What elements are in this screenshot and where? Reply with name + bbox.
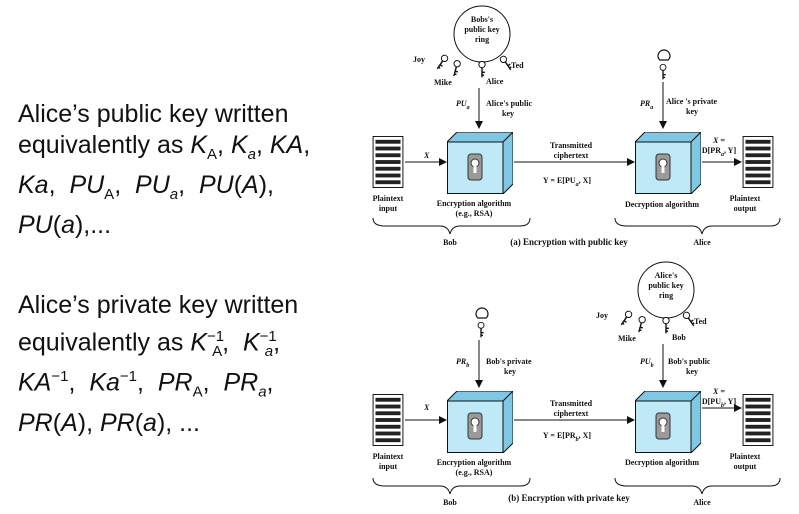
ring-title-line: ring: [659, 291, 673, 300]
diagram-public-key-encryption: Bobs's public key ring Joy Mike Ted Alic…: [372, 5, 781, 247]
note-line: Alice’s private key written: [18, 291, 299, 319]
plaintext-input-label: input: [379, 204, 398, 213]
receiver-label: Alice: [693, 238, 711, 247]
diagram-private-key-encryption: PRb Bob's private key Alice's public key…: [372, 261, 781, 507]
receiver-brace: [614, 217, 781, 235]
dec-alg-label: Decryption algorithm: [625, 200, 699, 209]
note-line: equivalently as K−1A, K−1a,: [18, 328, 281, 361]
holder-joy: Joy: [413, 55, 425, 64]
sender-brace: [372, 217, 531, 235]
private-key-icon: [657, 49, 671, 61]
decryption-algorithm-box: [635, 391, 701, 453]
sender-label: Bob: [443, 498, 457, 507]
bob-key-icon: [662, 317, 670, 334]
transmitted-label: Transmitted: [550, 141, 593, 150]
transmitted-label: Transmitted: [550, 399, 593, 408]
note-line: PR(A), PR(a), ...: [18, 408, 200, 437]
mike-key-icon: [450, 59, 462, 78]
ring-title-line: Alice's: [655, 271, 678, 280]
plaintext-output-icon: [742, 394, 774, 446]
enc-alg-label: (e.g., RSA): [456, 468, 493, 477]
key-in-desc: Bob's private: [486, 357, 532, 366]
note-line: KA−1, Ka−1, PRA, PRa,: [18, 368, 274, 401]
holder-ted: Ted: [694, 317, 707, 326]
holder-mike: Mike: [434, 78, 452, 87]
key-out-symbol: PUb: [640, 357, 654, 369]
caption-a: (a) Encryption with public key: [510, 237, 628, 247]
holder-bob: Bob: [672, 333, 686, 342]
plaintext-input-icon: [372, 136, 404, 188]
joy-key-icon: [617, 309, 634, 328]
key-out-desc: Bob's public: [668, 357, 711, 366]
key-out-desc: key: [686, 367, 698, 376]
key-in-desc: key: [504, 367, 516, 376]
alice-key-icon: [478, 61, 486, 78]
plaintext-output-label: output: [734, 204, 757, 213]
joy-key-icon: [433, 53, 450, 72]
plaintext-input-icon: [372, 394, 404, 446]
plaintext-output-label: Plaintext: [730, 452, 761, 461]
key-in-symbol: PRb: [456, 357, 469, 369]
decryption-algorithm-box: [635, 132, 701, 194]
receiver-brace: [614, 477, 781, 495]
x-label: X: [423, 151, 430, 160]
enc-alg-label: (e.g., RSA): [456, 209, 493, 218]
note-line: PU(a),...: [18, 211, 112, 239]
ring-title-line: Bobs's: [471, 15, 493, 24]
key-out-desc: Alice 's private: [666, 97, 718, 106]
note-line: Alice’s public key written: [18, 100, 289, 128]
y-equation: Y = E[PRb, X]: [543, 431, 591, 443]
private-key-icon: [475, 307, 489, 319]
plaintext-output-icon: [742, 136, 774, 188]
plaintext-output-label: output: [734, 462, 757, 471]
mike-key-icon: [635, 315, 647, 334]
encryption-algorithm-box: [447, 391, 513, 453]
plaintext-input-label: Plaintext: [373, 452, 404, 461]
receiver-label: Alice: [693, 498, 711, 507]
sender-brace: [372, 477, 531, 495]
x-decrypt-equation: D[PUb, Y]: [702, 397, 737, 409]
plaintext-input-label: input: [379, 462, 398, 471]
key-out-symbol: PRa: [640, 99, 653, 111]
enc-alg-label: Encryption algorithm: [437, 199, 512, 208]
bob-private-key-icon: [477, 322, 485, 338]
note-line: Ka, PUA, PUa, PU(A),: [18, 171, 274, 203]
x-equals: X =: [712, 136, 725, 145]
enc-alg-label: Encryption algorithm: [437, 458, 512, 467]
y-equation: Y = E[PUa, X]: [543, 176, 591, 188]
holder-alice: Alice: [486, 77, 504, 86]
x-equals: X =: [712, 387, 725, 396]
ring-title-line: public key: [464, 25, 499, 34]
transmitted-label: ciphertext: [554, 409, 589, 418]
transmitted-label: ciphertext: [554, 151, 589, 160]
sender-label: Bob: [443, 238, 457, 247]
key-in-desc: Alice's public: [486, 99, 532, 108]
note-line: equivalently as KA, Ka, KA,: [18, 131, 311, 163]
holder-ted: Ted: [511, 61, 524, 70]
plaintext-output-label: Plaintext: [730, 194, 761, 203]
alice-private-key-icon: [659, 64, 667, 80]
dec-alg-label: Decryption algorithm: [625, 458, 699, 467]
public-key-notation-note: Alice’s public key written equivalently …: [18, 99, 336, 241]
x-label: X: [423, 403, 430, 412]
ring-title-line: ring: [475, 35, 489, 44]
ring-title-line: public key: [648, 281, 683, 290]
caption-b: (b) Encryption with private key: [508, 493, 630, 503]
holder-mike: Mike: [618, 334, 636, 343]
encryption-algorithm-box: [447, 132, 513, 194]
key-out-desc: key: [686, 107, 698, 116]
private-key-notation-note: Alice’s private key written equivalently…: [18, 290, 336, 439]
key-in-symbol: PUa: [456, 99, 470, 111]
x-decrypt-equation: D[PRa, Y]: [702, 146, 737, 158]
holder-joy: Joy: [596, 311, 608, 320]
plaintext-input-label: Plaintext: [373, 194, 404, 203]
key-in-desc: key: [502, 109, 514, 118]
